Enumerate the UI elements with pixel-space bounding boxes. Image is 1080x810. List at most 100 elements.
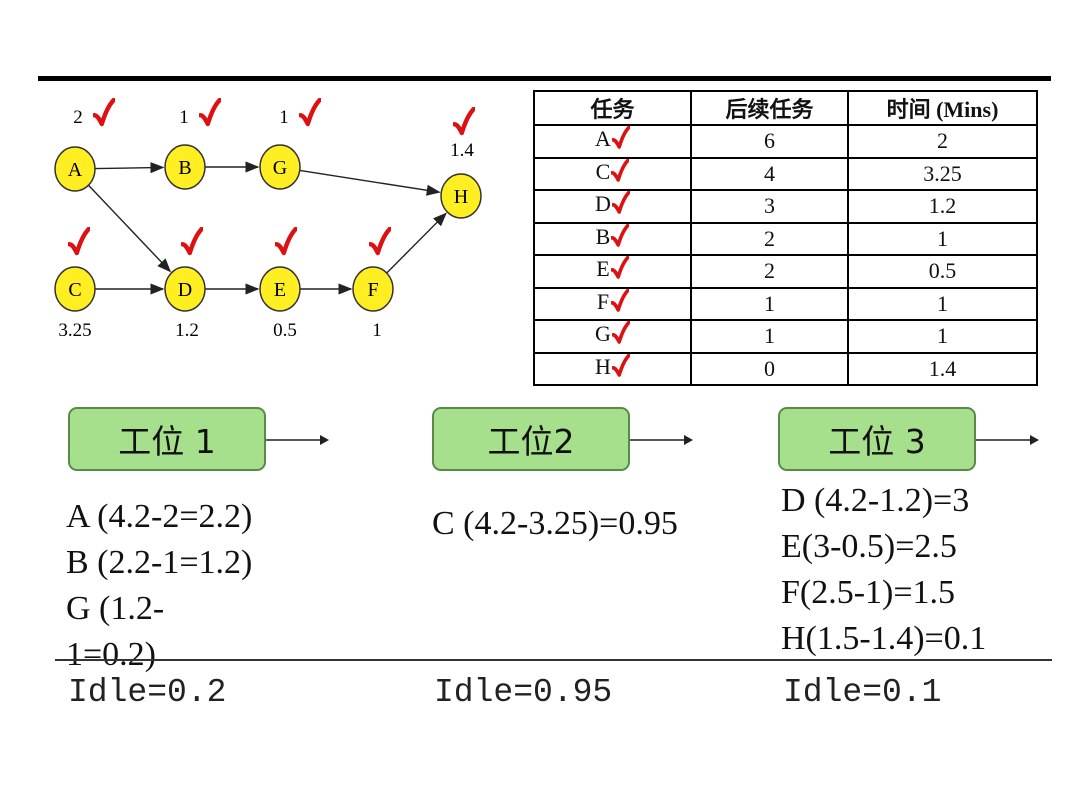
workstation-3-idle: Idle=0.1 — [783, 674, 942, 711]
successors-cell: 0 — [690, 351, 849, 386]
checkmark-icon — [611, 353, 631, 384]
checkmark-icon — [610, 223, 631, 254]
successors-cell: 1 — [690, 286, 849, 321]
node-label: C — [68, 279, 81, 301]
successors-cell: 4 — [690, 156, 849, 191]
task-name: G — [595, 321, 611, 347]
task-cell: D — [533, 189, 692, 224]
node-circle — [440, 173, 482, 219]
task-name: F — [596, 288, 610, 314]
node-label: H — [454, 186, 468, 208]
header-time: 时间 (Mins) — [847, 90, 1038, 126]
task-cell: C — [533, 156, 692, 191]
time-cell: 0.5 — [847, 254, 1038, 289]
top-rule — [38, 76, 1051, 81]
node-circle — [164, 266, 206, 312]
node-C: C 3.25 — [54, 229, 96, 341]
node-time-value: 1.2 — [175, 320, 199, 341]
calc-line: C (4.2-3.25)=0.95 — [432, 505, 678, 542]
successors-cell: 2 — [690, 221, 849, 256]
task-name: C — [595, 158, 611, 184]
node-label: E — [274, 279, 286, 301]
checkmark-icon — [610, 288, 630, 319]
task-cell: G — [533, 319, 692, 354]
node-circle — [54, 146, 96, 192]
task-name: H — [595, 353, 611, 379]
node-A: A2 — [54, 100, 114, 192]
node-H: H 1.4 — [440, 109, 482, 219]
workstation-2-arrow — [630, 435, 693, 445]
calc-line: G (1.2- — [66, 590, 165, 627]
checkmark-icon — [182, 229, 202, 253]
task-name: E — [596, 256, 610, 282]
workstation-3-calc: D (4.2-1.2)=3 E(3-0.5)=2.5 F(2.5-1)=1.5 … — [781, 478, 986, 662]
calc-line: H(1.5-1.4)=0.1 — [781, 620, 987, 657]
node-circle — [164, 144, 206, 190]
successors-cell: 6 — [690, 124, 849, 159]
calc-line: F(2.5-1)=1.5 — [781, 574, 956, 611]
task-cell: H — [533, 351, 692, 386]
calc-line: D (4.2-1.2)=3 — [781, 482, 970, 519]
edge-A-D — [88, 184, 172, 273]
checkmark-icon — [300, 100, 320, 124]
edge-G-H — [299, 169, 441, 196]
checkmark-icon — [454, 109, 474, 133]
checkmark-icon — [611, 190, 631, 221]
node-time-value: 1.4 — [450, 140, 474, 161]
edge-A-B — [94, 162, 165, 174]
workstation-1-arrow — [266, 435, 329, 445]
time-cell: 1 — [847, 286, 1038, 321]
workstation-1-label: 工位 1 — [118, 422, 216, 461]
node-label: A — [68, 159, 83, 181]
time-cell: 1.2 — [847, 189, 1038, 224]
node-circle — [352, 266, 394, 312]
node-time-value: 0.5 — [273, 320, 297, 341]
node-circle — [259, 144, 301, 190]
time-cell: 1 — [847, 319, 1038, 354]
node-circle — [259, 266, 301, 312]
checkmark-icon — [611, 125, 631, 156]
successors-cell: 2 — [690, 254, 849, 289]
node-label: B — [178, 157, 191, 179]
checkmark-icon — [94, 100, 114, 124]
checkmark-icon — [611, 320, 631, 351]
calc-line: E(3-0.5)=2.5 — [781, 528, 957, 565]
workstation-1-idle: Idle=0.2 — [68, 674, 227, 711]
workstation-3-box: 工位 3 — [778, 407, 976, 471]
calc-line: A (4.2-2=2.2) — [66, 498, 253, 535]
node-time-value: 3.25 — [58, 320, 91, 341]
time-cell: 1 — [847, 221, 1038, 256]
checkmark-icon — [370, 229, 390, 253]
node-B: B1 — [164, 100, 220, 190]
time-cell: 1.4 — [847, 351, 1038, 386]
header-successors: 后续任务 — [690, 90, 849, 126]
edge-F-H — [386, 212, 447, 274]
successors-cell: 3 — [690, 189, 849, 224]
node-label: G — [273, 157, 287, 179]
node-time-value: 1 — [179, 107, 189, 128]
successors-cell: 1 — [690, 319, 849, 354]
node-circle — [54, 266, 96, 312]
checkmark-icon — [69, 229, 89, 253]
node-F: F1 — [352, 229, 394, 341]
time-cell: 2 — [847, 124, 1038, 159]
time-cell: 3.25 — [847, 156, 1038, 191]
node-label: F — [367, 279, 378, 301]
task-cell: A — [533, 124, 692, 159]
workstation-2-idle: Idle=0.95 — [434, 674, 613, 711]
node-time-value: 2 — [73, 107, 83, 128]
task-cell: E — [533, 254, 692, 289]
checkmark-icon — [276, 229, 296, 253]
header-task: 任务 — [533, 90, 692, 126]
workstation-3-arrow — [976, 435, 1039, 445]
workstation-2-label: 工位2 — [487, 422, 575, 461]
bottom-rule — [55, 659, 1052, 661]
